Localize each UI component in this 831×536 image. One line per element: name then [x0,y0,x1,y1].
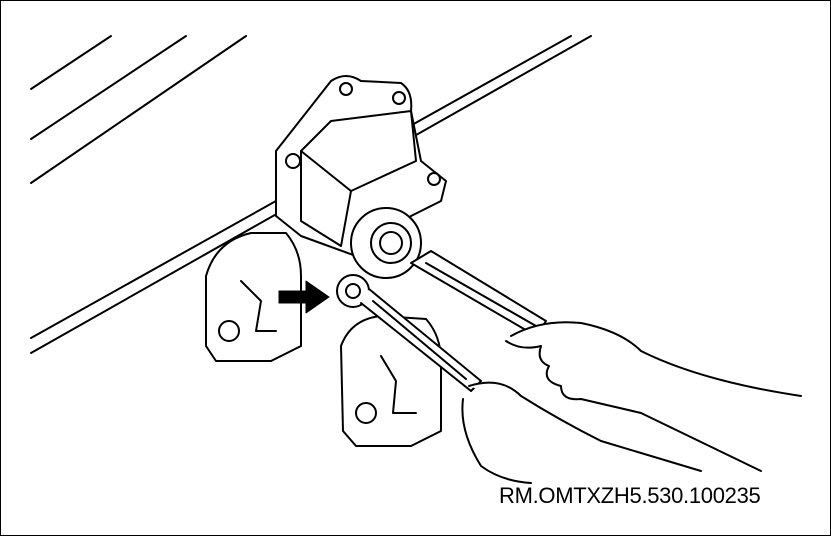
left-mount-block [205,232,302,362]
reference-code: RM.OMTXZH5.530.100235 [499,483,761,508]
hand-left [461,381,702,484]
upper-wrench [410,250,547,337]
hinge-bracket [275,75,447,257]
direction-arrow [278,280,330,314]
lower-mount-block [340,315,442,447]
hand-right [505,321,802,472]
upper-bushing [350,207,422,279]
